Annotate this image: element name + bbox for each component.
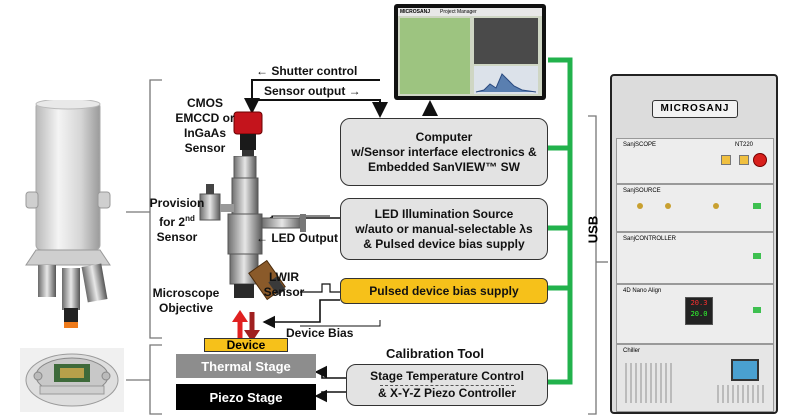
rack-module-source: SanjSOURCE bbox=[616, 184, 774, 232]
provision-label: Provision for 2nd Sensor bbox=[149, 196, 205, 244]
led-indicator-icon bbox=[753, 203, 761, 209]
rack-module-controller: SanjCONTROLLER bbox=[616, 232, 774, 284]
indicator-icon bbox=[739, 155, 749, 165]
temperature-display: 20.3 20.0 bbox=[685, 297, 713, 325]
microscope-body bbox=[199, 156, 306, 301]
screen-image-panel bbox=[474, 18, 538, 64]
led-indicator-icon bbox=[753, 307, 761, 313]
rack-logo: MICROSANJ bbox=[652, 100, 738, 118]
sensor-output-label: Sensor output → bbox=[264, 84, 361, 98]
port-icon bbox=[665, 203, 671, 209]
rack-module-scope: SanjSCOPE NT220 bbox=[616, 138, 774, 184]
screen-titlebar: MICROSANJ Project Manager bbox=[398, 8, 542, 16]
port-icon bbox=[713, 203, 719, 209]
microscope-objective-label: Microscope Objective bbox=[152, 286, 220, 315]
pulsed-bias-box: Pulsed device bias supply bbox=[340, 278, 548, 304]
piezo-stage: Piezo Stage bbox=[176, 384, 316, 410]
led-output-label: ← LED Output bbox=[256, 231, 338, 245]
chiller-vent bbox=[717, 385, 767, 403]
microscope-photo bbox=[25, 100, 111, 328]
monitor: MICROSANJ Project Manager bbox=[394, 4, 546, 100]
usb-label: USB bbox=[585, 215, 601, 244]
equipment-rack: MICROSANJ SanjSCOPE NT220 SanjSOURCE San… bbox=[610, 74, 778, 414]
screen-chart-panel bbox=[474, 66, 538, 94]
arrow-left-icon: ← bbox=[256, 64, 268, 78]
lwir-label: LWIR Sensor bbox=[263, 270, 305, 299]
device-box: Device bbox=[204, 338, 288, 352]
arrow-right-icon: → bbox=[348, 84, 361, 98]
chiller-vent bbox=[625, 363, 675, 403]
chiller-display bbox=[731, 359, 759, 381]
shutter-control-label: ← Shutter control bbox=[256, 64, 358, 78]
led-indicator-icon bbox=[753, 253, 761, 259]
computer-box: Computer w/Sensor interface electronics … bbox=[340, 118, 548, 186]
calibration-tool-label: Calibration Tool bbox=[386, 346, 484, 361]
indicator-icon bbox=[721, 155, 731, 165]
device-bias-label: Device Bias bbox=[286, 326, 354, 340]
emergency-stop-icon bbox=[753, 153, 767, 167]
rack-module-align: 4D Nano Align 20.3 20.0 bbox=[616, 284, 774, 344]
led-illumination-box: LED Illumination Source w/auto or manual… bbox=[340, 198, 548, 260]
monitor-screen: MICROSANJ Project Manager bbox=[398, 8, 542, 96]
arrow-left-icon: ← bbox=[256, 231, 268, 245]
screen-left-panel bbox=[400, 18, 470, 94]
sensor-type-label: CMOS EMCCD or InGaAs Sensor bbox=[175, 96, 235, 155]
port-icon bbox=[637, 203, 643, 209]
rack-module-chiller: Chiller bbox=[616, 344, 774, 412]
stage-controller-box: Stage Temperature Control & X-Y-Z Piezo … bbox=[346, 364, 548, 406]
thermal-stage: Thermal Stage bbox=[176, 354, 316, 378]
camera-sensor-icon bbox=[233, 111, 263, 156]
thermal-stage-photo bbox=[20, 348, 124, 412]
